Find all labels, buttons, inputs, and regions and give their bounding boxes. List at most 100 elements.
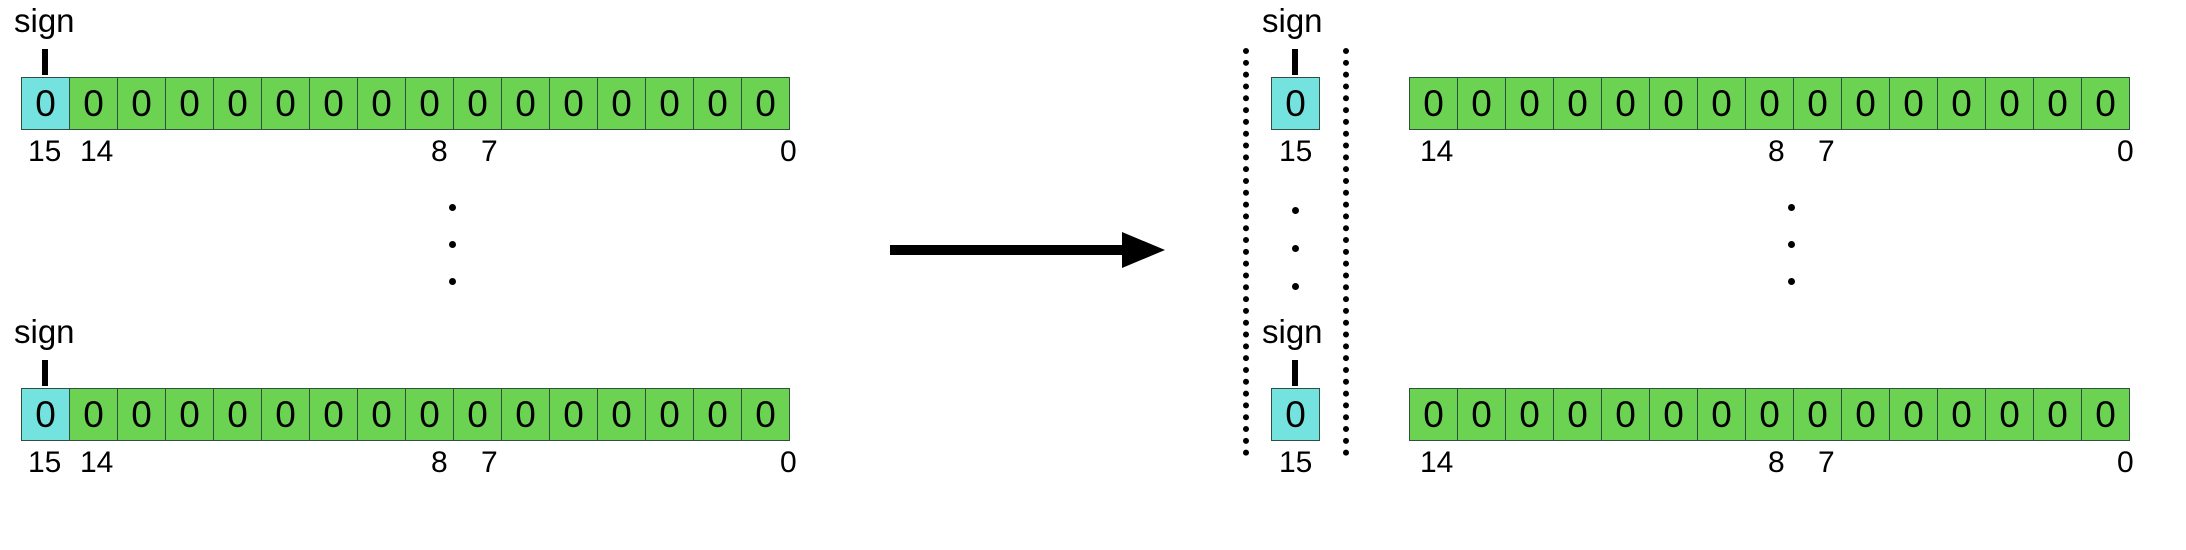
sign-tick: [42, 360, 48, 386]
sign-tick: [1292, 360, 1298, 386]
bit-cell: 0: [1553, 388, 1602, 441]
bit-cell: 0: [1841, 388, 1890, 441]
bit-cell: 0: [1745, 77, 1794, 130]
bit-index-7: 7: [1818, 446, 1835, 479]
bit-cell: 0: [405, 77, 454, 130]
bit-cell: 0: [1553, 77, 1602, 130]
bit-cell: 0: [1457, 77, 1506, 130]
bit-index-15: 15: [1279, 135, 1313, 168]
bit-cell: 0: [213, 388, 262, 441]
sign-label: sign: [14, 313, 75, 350]
right-arrow-icon: [890, 232, 1165, 268]
bit-cell: 0: [69, 388, 118, 441]
bit-cell: 0: [501, 388, 550, 441]
bit-cell: 0: [1601, 77, 1650, 130]
ellipsis-dot: [449, 204, 456, 211]
bit-cell: 0: [693, 388, 742, 441]
bit-index-7: 7: [481, 446, 498, 479]
sign-tick: [42, 49, 48, 75]
bit-index-0: 0: [780, 135, 797, 168]
bit-cell: 0: [645, 388, 694, 441]
bit-cell: 0: [357, 77, 406, 130]
ellipsis-dot: [449, 278, 456, 285]
bit-cell: 0: [117, 77, 166, 130]
bit-cell: 0: [1745, 388, 1794, 441]
ellipsis-dot: [449, 241, 456, 248]
bit-index-0: 0: [780, 446, 797, 479]
left-register-1: 0 0 0 0 0 0 0 0 0 0 0 0 0 0 0 0: [21, 77, 790, 130]
bit-cell: 0: [549, 388, 598, 441]
ellipsis-dot: [1788, 278, 1795, 285]
sign-label: sign: [1262, 2, 1323, 39]
bit-cell: 0: [261, 77, 310, 130]
bit-cell: 0: [501, 77, 550, 130]
bit-cell: 0: [1505, 388, 1554, 441]
bit-cell: 0: [1601, 388, 1650, 441]
bit-cell: 0: [1793, 388, 1842, 441]
bit-cell: 0: [1409, 77, 1458, 130]
bit-index-15: 15: [28, 446, 62, 479]
bit-index-8: 8: [1768, 135, 1785, 168]
bit-cell: 0: [1985, 77, 2034, 130]
bit-cell: 0: [213, 77, 262, 130]
bit-cell: 0: [1937, 388, 1986, 441]
sign-bit-cell: 0: [21, 388, 70, 441]
bit-index-14: 14: [1420, 446, 1454, 479]
left-register-2: 0 0 0 0 0 0 0 0 0 0 0 0 0 0 0 0: [21, 388, 790, 441]
bit-cell: 0: [453, 388, 502, 441]
bit-index-7: 7: [1818, 135, 1835, 168]
bit-cell: 0: [1793, 77, 1842, 130]
bit-cell: 0: [1889, 388, 1938, 441]
bit-index-15: 15: [28, 135, 62, 168]
bit-cell: 0: [165, 77, 214, 130]
sign-label: sign: [1262, 313, 1323, 350]
bit-cell: 0: [2033, 388, 2082, 441]
bit-cell: 0: [1649, 388, 1698, 441]
bit-cell: 0: [1457, 388, 1506, 441]
bit-cell: 0: [741, 388, 790, 441]
bit-cell: 0: [165, 388, 214, 441]
bit-cell: 0: [405, 388, 454, 441]
right-magnitude-register-2: 0 0 0 0 0 0 0 0 0 0 0 0 0 0 0: [1409, 388, 2130, 441]
sign-column-left-border: [1243, 48, 1249, 456]
ellipsis-dot: [1292, 245, 1299, 252]
bit-cell: 0: [1697, 388, 1746, 441]
bit-index-8: 8: [1768, 446, 1785, 479]
sign-bit-cell: 0: [21, 77, 70, 130]
sign-bit-cell: 0: [1271, 388, 1320, 441]
ellipsis-dot: [1788, 204, 1795, 211]
right-sign-register-1: 0: [1271, 77, 1320, 130]
bit-cell: 0: [117, 388, 166, 441]
bit-cell: 0: [597, 388, 646, 441]
sign-column-right-border: [1343, 48, 1349, 456]
bit-cell: 0: [1985, 388, 2034, 441]
bit-cell: 0: [1505, 77, 1554, 130]
bit-cell: 0: [1649, 77, 1698, 130]
sign-label: sign: [14, 2, 75, 39]
bit-index-14: 14: [80, 135, 114, 168]
bit-cell: 0: [309, 388, 358, 441]
sign-bit-cell: 0: [1271, 77, 1320, 130]
bit-index-15: 15: [1279, 446, 1313, 479]
bit-index-0: 0: [2117, 446, 2134, 479]
sign-tick: [1292, 49, 1298, 75]
bit-index-0: 0: [2117, 135, 2134, 168]
bit-cell: 0: [645, 77, 694, 130]
right-sign-register-2: 0: [1271, 388, 1320, 441]
bit-cell: 0: [1937, 77, 1986, 130]
bit-cell: 0: [549, 77, 598, 130]
bit-cell: 0: [2081, 77, 2130, 130]
bit-cell: 0: [741, 77, 790, 130]
bit-cell: 0: [453, 77, 502, 130]
bit-index-14: 14: [80, 446, 114, 479]
bit-cell: 0: [357, 388, 406, 441]
bit-cell: 0: [1841, 77, 1890, 130]
bit-index-14: 14: [1420, 135, 1454, 168]
bit-index-7: 7: [481, 135, 498, 168]
bit-cell: 0: [597, 77, 646, 130]
bit-cell: 0: [2081, 388, 2130, 441]
bit-cell: 0: [1889, 77, 1938, 130]
bit-cell: 0: [261, 388, 310, 441]
ellipsis-dot: [1292, 207, 1299, 214]
